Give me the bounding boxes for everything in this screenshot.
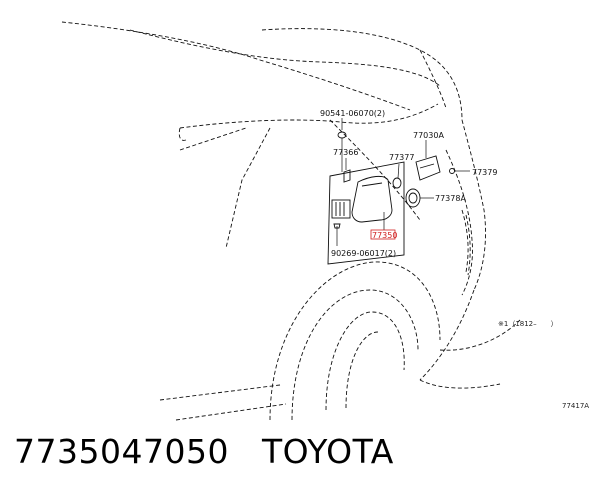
fuel-door-part [351,175,393,223]
clip-part [449,168,455,174]
figure-code: 77417A [562,402,589,410]
cap-part [392,177,402,189]
bolt-top-part [337,131,347,172]
label-bolt-bottom: 90269-06017(2) [331,249,396,258]
label-cap: 77377 [389,153,414,162]
vehicle-body-outline [61,21,521,421]
caption: 7735047050 TOYOTA [14,432,394,471]
brand-name: TOYOTA [261,432,394,471]
label-clip: 77379 [472,168,497,177]
label-gasket: 77378A [435,194,466,203]
part-number: 7735047050 [14,432,229,471]
label-bolt-top: 90541-06070(2) [320,109,385,118]
bolt-bottom-part [333,223,341,246]
footnote: ※1（1812– ） [498,320,558,328]
label-lock-actuator: 77030A [413,131,444,140]
leader-lines [341,118,470,230]
gasket-part [405,188,421,208]
highlight-box-fuel-door [370,229,396,240]
label-hinge: 77366 [333,148,358,157]
hinge-part [331,169,351,219]
assembly-frame [327,161,405,265]
lock-actuator-part [415,155,441,181]
label-fuel-door[interactable]: 77350 [372,231,397,240]
